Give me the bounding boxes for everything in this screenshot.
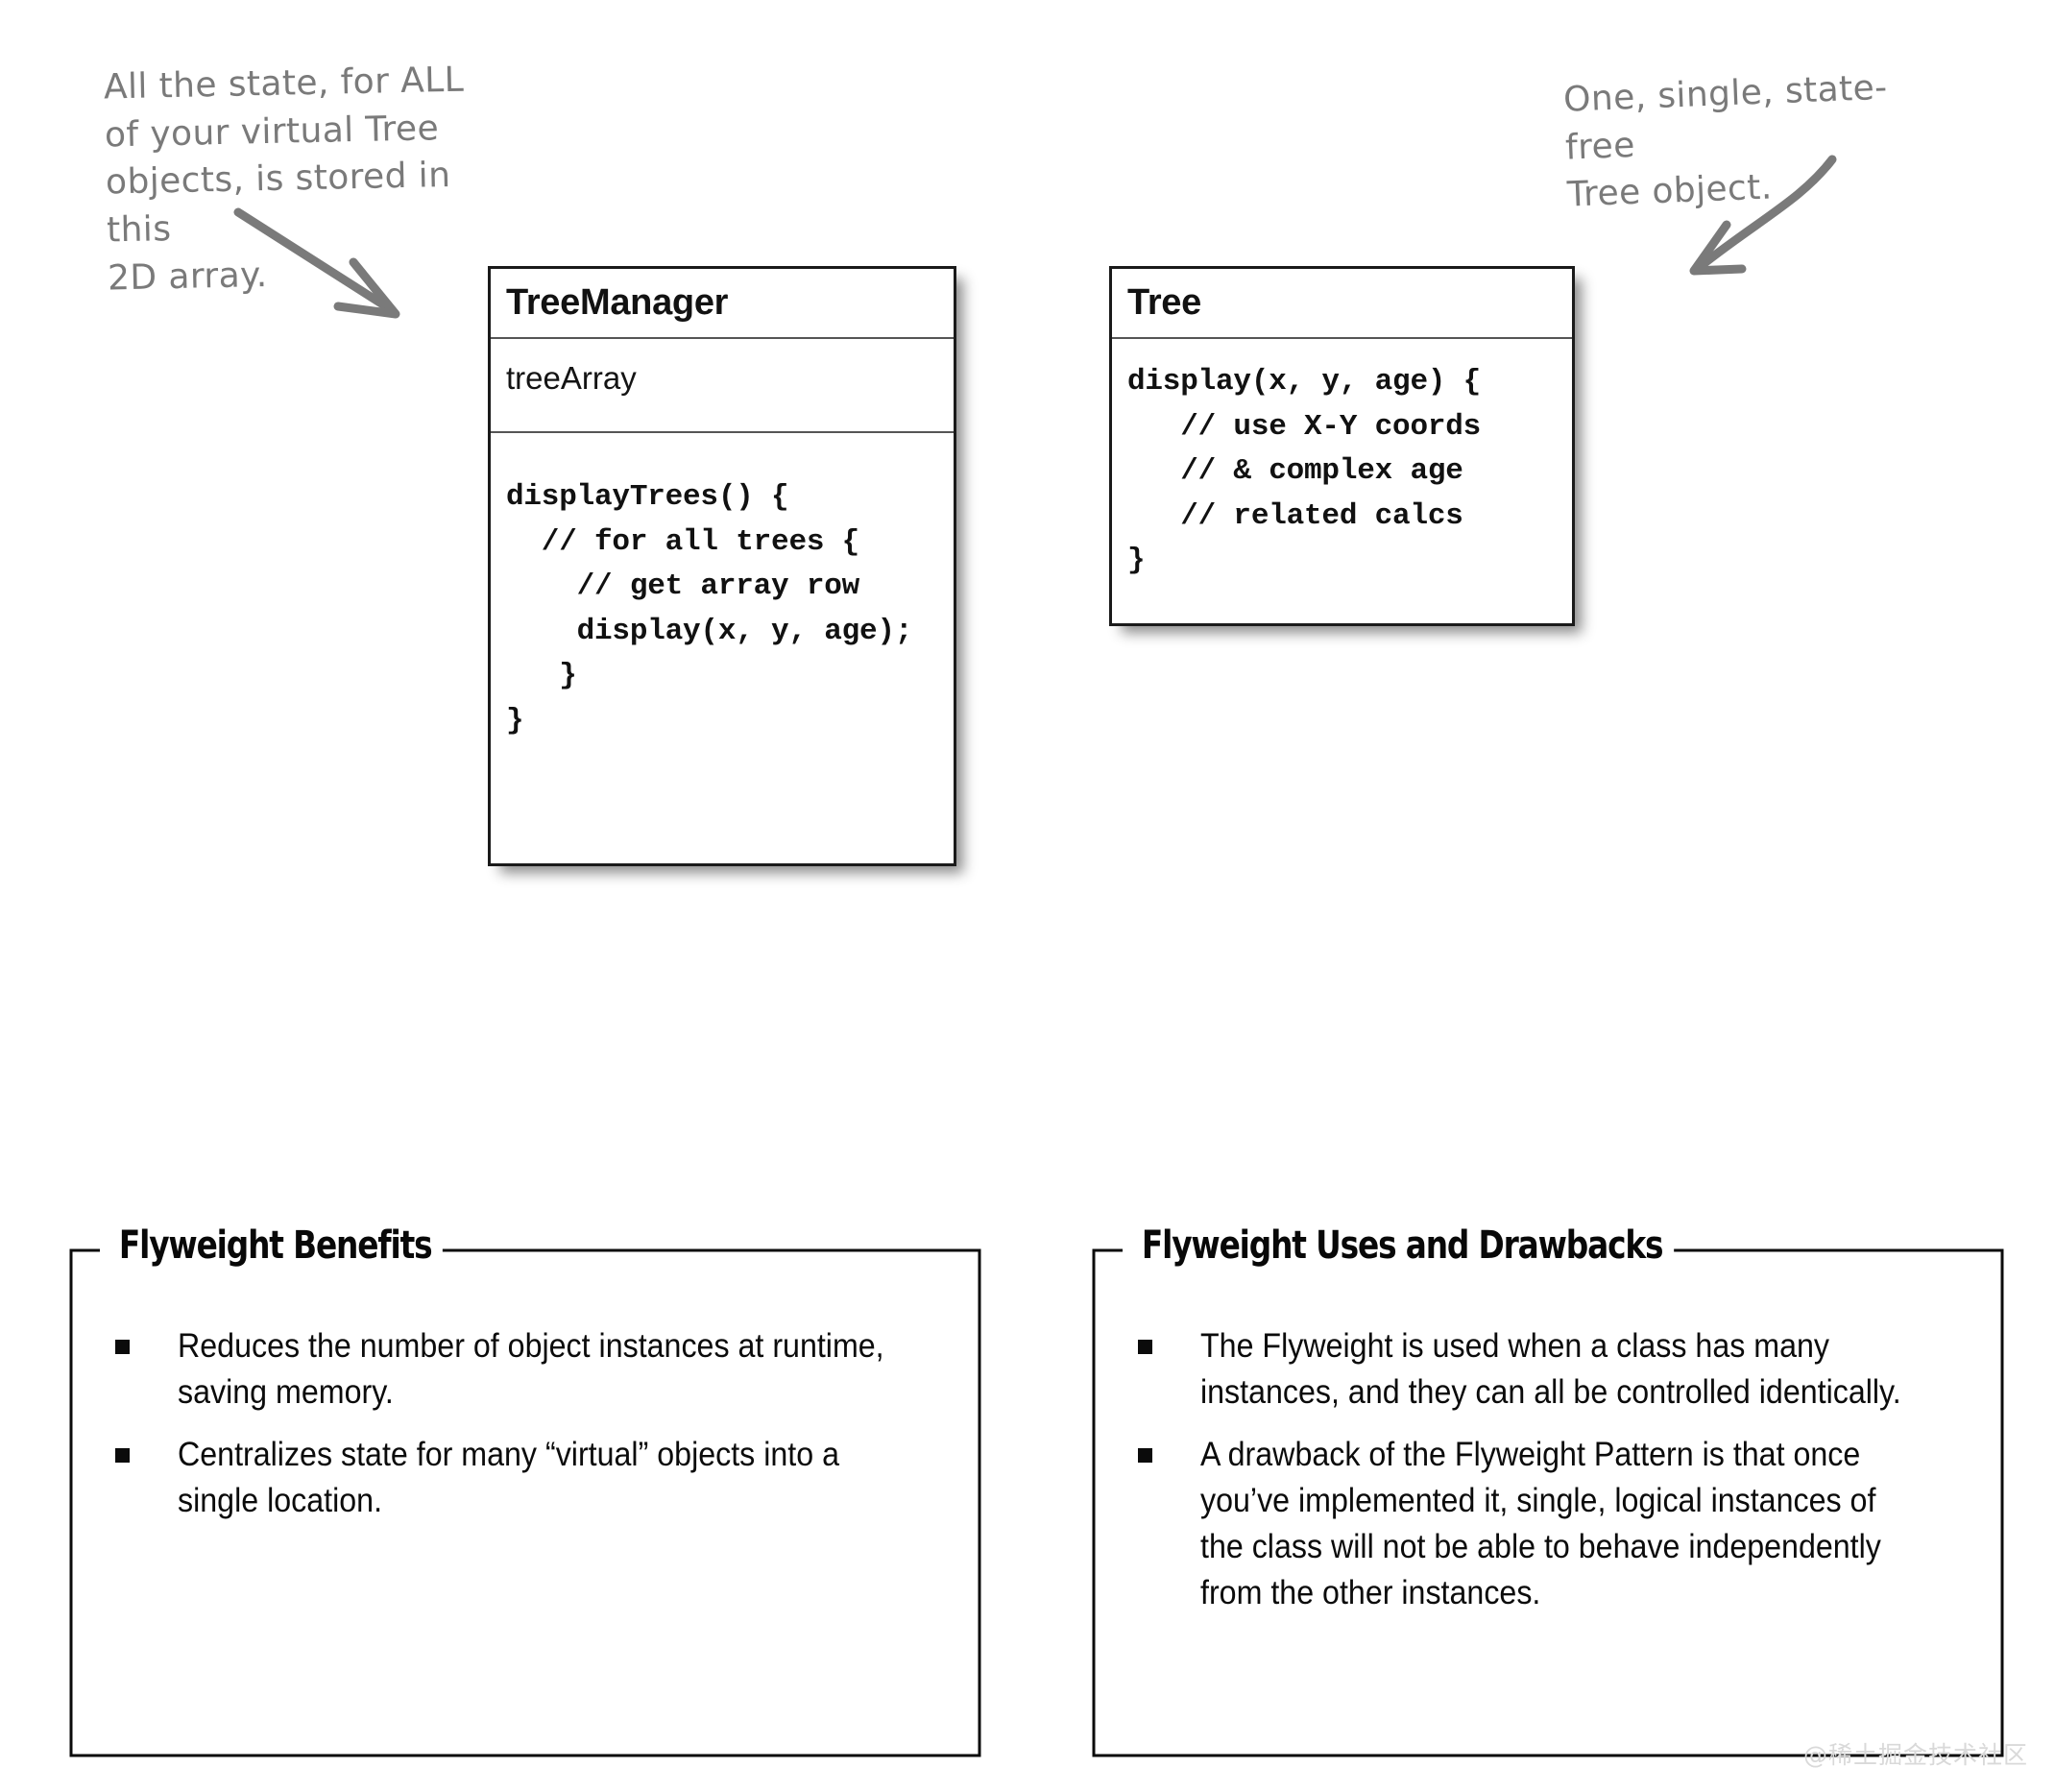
class-methods-tree: display(x, y, age) { // use X-Y coords /… (1127, 365, 1482, 577)
annotation-right-text: One, single, state-free Tree object. (1562, 67, 1889, 215)
class-attributes-treemanager: treeArray (491, 339, 954, 433)
annotation-left-text: All the state, for ALL of your virtual T… (103, 60, 465, 299)
panel-title-uses: Flyweight Uses and Drawbacks (1132, 1223, 1674, 1268)
bullet-square-icon (115, 1340, 130, 1354)
panel-body-uses: The Flyweight is used when a class has m… (1121, 1323, 1987, 1633)
bullet-text: The Flyweight is used when a class has m… (1200, 1327, 1901, 1412)
list-item: Centralizes state for many “virtual” obj… (98, 1432, 964, 1525)
panel-flyweight-benefits: Flyweight Benefits Reduces the number of… (69, 1223, 981, 1757)
class-box-treemanager: TreeManager treeArray displayTrees() { /… (488, 266, 956, 866)
bullet-text: A drawback of the Flyweight Pattern is t… (1200, 1435, 1881, 1612)
panel-flyweight-uses-drawbacks: Flyweight Uses and Drawbacks The Flyweig… (1092, 1223, 2004, 1757)
bullet-square-icon (1138, 1447, 1152, 1463)
bullet-square-icon (115, 1447, 130, 1463)
bullet-text: Centralizes state for many “virtual” obj… (178, 1435, 840, 1519)
class-methods-treemanager: displayTrees() { // for all trees { // g… (506, 480, 913, 738)
panel-title-benefits: Flyweight Benefits (109, 1223, 443, 1268)
list-item: A drawback of the Flyweight Pattern is t… (1121, 1432, 1987, 1617)
watermark-text: @稀土掘金技术社区 (1802, 1741, 2028, 1769)
panel-body-benefits: Reduces the number of object instances a… (98, 1323, 964, 1539)
class-title-treemanager: TreeManager (491, 269, 954, 339)
list-item: Reduces the number of object instances a… (98, 1323, 964, 1417)
class-title-tree: Tree (1112, 269, 1572, 339)
bullet-square-icon (1138, 1340, 1152, 1354)
class-box-tree: Tree display(x, y, age) { // use X-Y coo… (1109, 266, 1575, 626)
panel-border-uses (1092, 1248, 2004, 1757)
list-item: The Flyweight is used when a class has m… (1121, 1323, 1987, 1417)
panel-border-benefits (69, 1248, 981, 1757)
bullet-text: Reduces the number of object instances a… (178, 1327, 884, 1412)
